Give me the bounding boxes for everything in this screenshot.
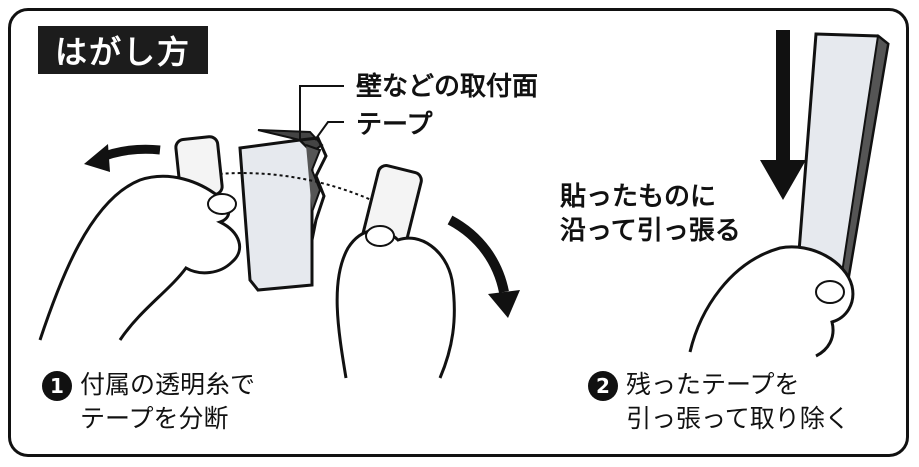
left-arrow-head-icon bbox=[84, 144, 110, 172]
step-2-line2: 引っ張って取り除く bbox=[626, 404, 850, 433]
step-2-caption: 2 残ったテープを 引っ張って取り除く bbox=[588, 368, 850, 436]
tape-leader-line bbox=[314, 121, 344, 141]
pull-instruction-line1: 貼ったものに bbox=[560, 182, 717, 212]
left-arrow-shaft bbox=[98, 144, 161, 163]
step-1-number: 1 bbox=[42, 371, 72, 401]
tape-label: テープ bbox=[356, 110, 433, 140]
pull-instruction-line2: 沿って引っ張る bbox=[560, 216, 741, 246]
down-arrow-shaft bbox=[776, 30, 790, 170]
step-1-caption: 1 付属の透明糸で テープを分断 bbox=[42, 368, 255, 436]
down-arrow-head-icon bbox=[760, 160, 806, 200]
left-hand bbox=[38, 135, 242, 341]
right-arrow-shaft bbox=[447, 215, 509, 294]
surface-label: 壁などの取付面 bbox=[356, 72, 539, 102]
right-arrow-head-icon bbox=[488, 290, 520, 318]
step-2-number: 2 bbox=[588, 371, 618, 401]
step-2-line1: 残ったテープを bbox=[626, 370, 800, 399]
step-1-line1: 付属の透明糸で bbox=[80, 370, 256, 399]
pulling-thumb bbox=[815, 280, 845, 304]
page-title: はがし方 bbox=[38, 26, 208, 74]
pulling-hand bbox=[688, 245, 855, 358]
step-1-line2: テープを分断 bbox=[80, 404, 229, 433]
surface-leader-line bbox=[299, 85, 344, 140]
right-hand bbox=[335, 164, 456, 379]
wall-panel bbox=[238, 129, 328, 292]
